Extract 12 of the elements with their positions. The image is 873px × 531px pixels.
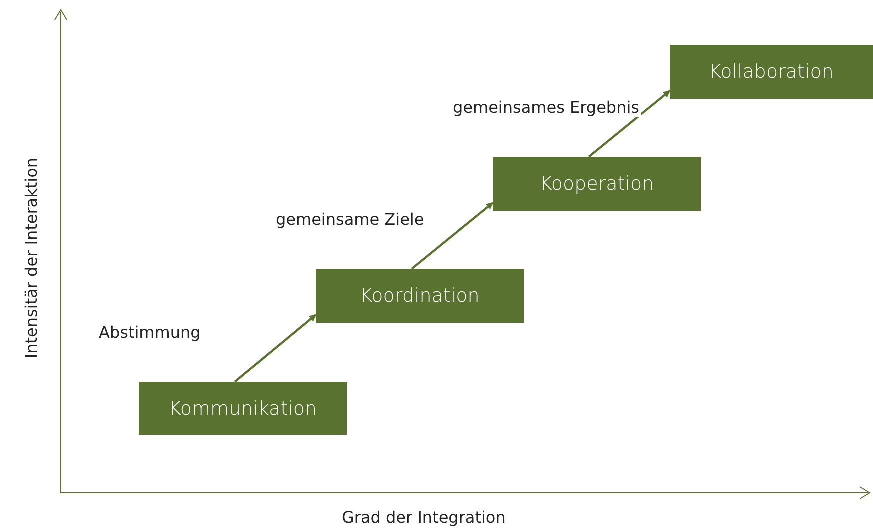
stage-box: Kollaboration [670,45,873,99]
stage-box: Kooperation [493,157,701,211]
edge-label: gemeinsame Ziele [275,210,426,229]
arrow [411,202,494,270]
stage-box: Kommunikation [139,382,347,435]
stage-box: Koordination [316,269,524,323]
x-axis-label: Grad der Integration [342,508,506,527]
y-axis-label: Intensitär der Interaktion [22,158,41,359]
edge-label: Abstimmung [98,323,202,342]
edge-label: gemeinsames Ergebnis [452,98,640,117]
arrow [588,90,671,158]
arrow [234,314,317,383]
